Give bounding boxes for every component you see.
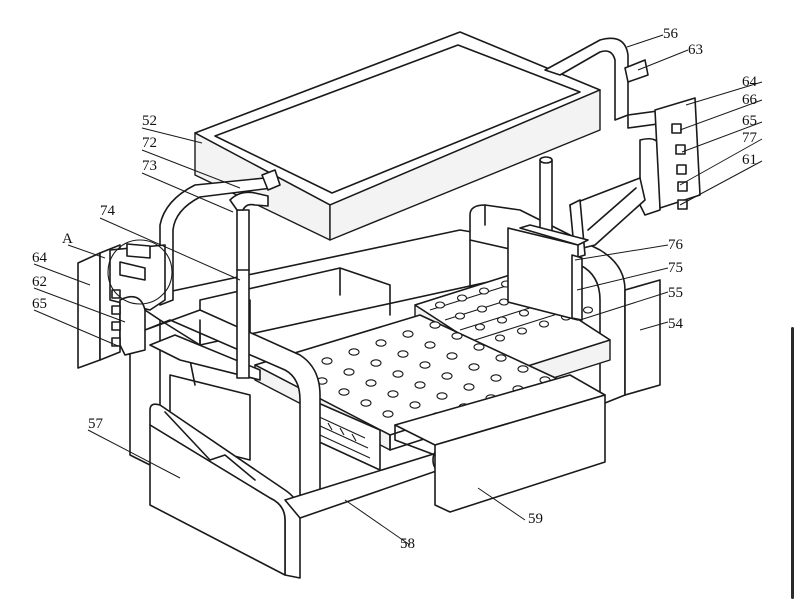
label-65-right: 65 — [742, 113, 757, 129]
perforation-hole — [434, 301, 446, 309]
perforation-hole — [456, 294, 468, 302]
right-chute-61 — [569, 177, 646, 259]
label-72: 72 — [142, 135, 157, 151]
perforation-hole — [429, 321, 441, 329]
right-mount-64 — [654, 97, 701, 210]
label-65-left: 65 — [32, 296, 47, 312]
perforation-hole — [343, 368, 355, 376]
perforation-hole — [338, 388, 350, 396]
perforation-hole — [476, 305, 488, 313]
label-66: 66 — [742, 92, 758, 108]
perforation-hole — [468, 363, 480, 371]
slide-plates-75-76 — [507, 224, 589, 321]
label-56: 56 — [663, 26, 679, 42]
perforation-hole — [463, 383, 475, 391]
perforation-hole — [498, 298, 510, 306]
perforation-hole — [495, 354, 507, 362]
label-55: 55 — [668, 285, 683, 301]
perforation-hole — [441, 372, 453, 380]
perforation-hole — [496, 316, 508, 324]
perforation-hole — [518, 309, 530, 317]
left-mount-64 — [77, 239, 173, 369]
perforation-hole — [348, 348, 360, 356]
label-52: 52 — [142, 113, 157, 129]
right-housing-54 — [469, 204, 661, 406]
perforation-hole — [494, 334, 506, 342]
perforation-hole — [436, 392, 448, 400]
left-column-72-73 — [159, 169, 281, 379]
label-58: 58 — [400, 536, 415, 552]
perforation-hole — [382, 410, 394, 418]
label-54: 54 — [668, 316, 684, 332]
perforation-hole — [582, 306, 594, 314]
perforation-hole — [387, 390, 399, 398]
perforation-hole — [409, 401, 421, 409]
leader-lines — [33, 34, 763, 546]
right-column — [539, 156, 553, 233]
perforation-hole — [446, 352, 458, 360]
perforation-hole — [360, 399, 372, 407]
perforation-hole — [424, 341, 436, 349]
perforation-hole — [517, 365, 529, 373]
perforation-hole — [473, 343, 485, 351]
perforation-hole — [365, 379, 377, 387]
label-74: 74 — [100, 203, 116, 219]
perforation-hole — [321, 357, 333, 365]
perforation-hole — [397, 350, 409, 358]
label-73: 73 — [142, 158, 157, 174]
perforation-hole — [392, 370, 404, 378]
vertical-scrollbar[interactable] — [791, 327, 794, 599]
label-77: 77 — [742, 130, 758, 146]
perforation-hole — [538, 320, 550, 328]
top-box-52 — [194, 31, 601, 241]
perforation-hole — [402, 330, 414, 338]
label-61: 61 — [742, 152, 757, 168]
label-64-right: 64 — [742, 74, 758, 90]
label-A: A — [62, 231, 73, 247]
label-59: 59 — [528, 511, 543, 527]
front-block-59 — [394, 374, 606, 513]
perforation-hole — [419, 361, 431, 369]
perforation-hole — [516, 327, 528, 335]
perforation-hole — [451, 332, 463, 340]
perforation-hole — [490, 374, 502, 382]
label-63: 63 — [688, 42, 703, 58]
perforation-hole — [474, 323, 486, 331]
label-64-left: 64 — [32, 250, 48, 266]
perforation-hole — [414, 381, 426, 389]
perforation-hole — [478, 287, 490, 295]
label-75: 75 — [668, 260, 683, 276]
label-76: 76 — [668, 237, 684, 253]
label-62: 62 — [32, 274, 47, 290]
label-57: 57 — [88, 416, 104, 432]
perforation-hole — [375, 339, 387, 347]
callout-labels: 52 72 73 74 A 64 62 65 57 58 59 54 55 75… — [32, 26, 758, 552]
perforation-hole — [370, 359, 382, 367]
perforation-hole — [454, 312, 466, 320]
